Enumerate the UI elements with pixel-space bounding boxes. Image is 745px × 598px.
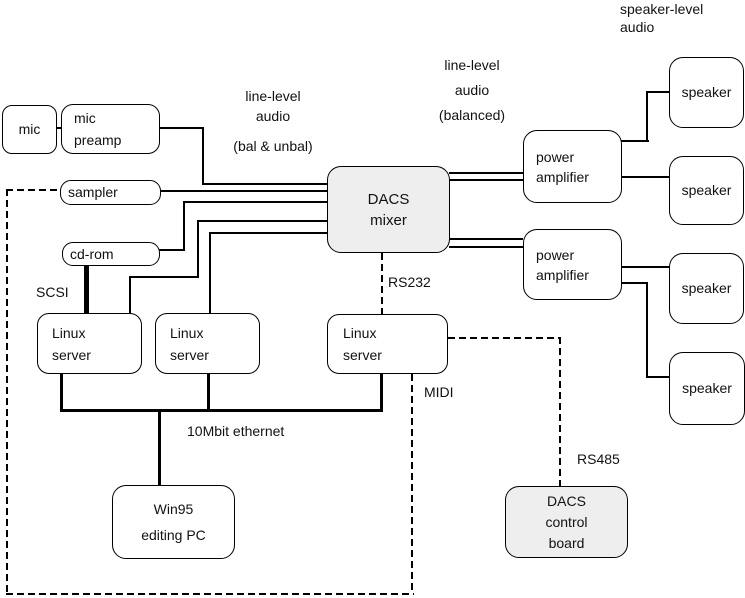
node-power-amplifier-2: power amplifier — [523, 229, 622, 300]
wire-pa2-speaker4-b — [646, 282, 648, 378]
wire-eth-win95 — [158, 411, 161, 486]
wire-pa2-speaker3 — [621, 266, 670, 268]
wire-pa1-speaker1-b — [646, 91, 648, 142]
node-dacs-mixer: DACS mixer — [327, 166, 450, 253]
wire-cdrom-up — [183, 201, 185, 251]
wire-midi-left — [6, 189, 8, 595]
wire-preamp-down — [202, 127, 204, 185]
wire-eth-server3 — [380, 373, 383, 411]
wire-rs485-v — [559, 337, 561, 487]
label-speaker-level-audio: speaker-level audio — [620, 1, 704, 35]
wire-midi-sampler — [6, 189, 60, 191]
label-ethernet: 10Mbit ethernet — [187, 423, 285, 439]
wire-cdrom-to-mixer — [183, 201, 327, 203]
wire-server2-to-mixer — [209, 232, 327, 234]
wire-pa1-speaker1-c — [646, 91, 670, 93]
label-line-level-audio-right: line-level audio (balanced) — [438, 57, 506, 123]
wire-mixer-pa1-a — [449, 172, 523, 174]
wire-server1-down — [197, 220, 199, 278]
node-power-amplifier-1: power amplifier — [523, 130, 622, 203]
wire-server1-to-mixer — [197, 220, 327, 222]
wire-mic-to-preamp — [56, 127, 62, 129]
wire-mixer-pa2-b — [449, 246, 523, 248]
wire-eth-server1 — [60, 373, 63, 411]
wire-rs485-h — [448, 337, 561, 339]
label-midi: MIDI — [424, 384, 454, 400]
node-linux-server-1: Linux server — [37, 313, 142, 374]
wire-eth-bus — [60, 409, 383, 412]
label-bal-unbal: (bal & unbal) — [233, 138, 313, 154]
wire-midi — [411, 374, 413, 594]
wire-mixer-pa2-a — [449, 238, 523, 240]
node-speaker-2: speaker — [669, 156, 744, 225]
wire-preamp-out — [159, 127, 204, 129]
wire-midi-bottom — [6, 593, 414, 595]
node-speaker-4: speaker — [669, 352, 745, 425]
wire-pa1-speaker2 — [621, 176, 670, 178]
node-mic: mic — [2, 105, 57, 154]
node-win95-editing-pc: Win95 editing PC — [112, 485, 235, 559]
label-scsi: SCSI — [36, 284, 69, 300]
wire-mixer-pa1-b — [449, 179, 523, 181]
node-speaker-1: speaker — [669, 57, 744, 128]
label-rs232: RS232 — [388, 274, 431, 290]
wire-server1-drop — [129, 276, 131, 314]
wire-scsi — [84, 265, 89, 314]
wire-server1-over — [129, 276, 199, 278]
wire-server2-drop — [209, 232, 211, 314]
wire-pa2-speaker4-a — [621, 282, 648, 284]
wire-cdrom-out — [159, 249, 185, 251]
label-rs485: RS485 — [577, 451, 620, 467]
node-mic-preamp: mic preamp — [61, 104, 160, 154]
node-linux-server-3: Linux server — [327, 314, 448, 374]
wire-rs232 — [381, 253, 383, 314]
node-speaker-3: speaker — [669, 253, 744, 324]
node-sampler: sampler — [60, 180, 161, 205]
label-line-level-audio-left: line-level audio — [245, 88, 301, 124]
wire-pa1-speaker1-a — [621, 140, 649, 142]
node-linux-server-2: Linux server — [155, 313, 260, 374]
wire-preamp-to-mixer — [202, 183, 327, 185]
wire-eth-server2 — [207, 373, 210, 411]
node-cd-rom: cd-rom — [62, 242, 160, 266]
wire-pa2-speaker4-c — [646, 376, 670, 378]
node-dacs-control-board: DACS control board — [505, 486, 628, 558]
wire-sampler-to-mixer — [160, 190, 327, 192]
